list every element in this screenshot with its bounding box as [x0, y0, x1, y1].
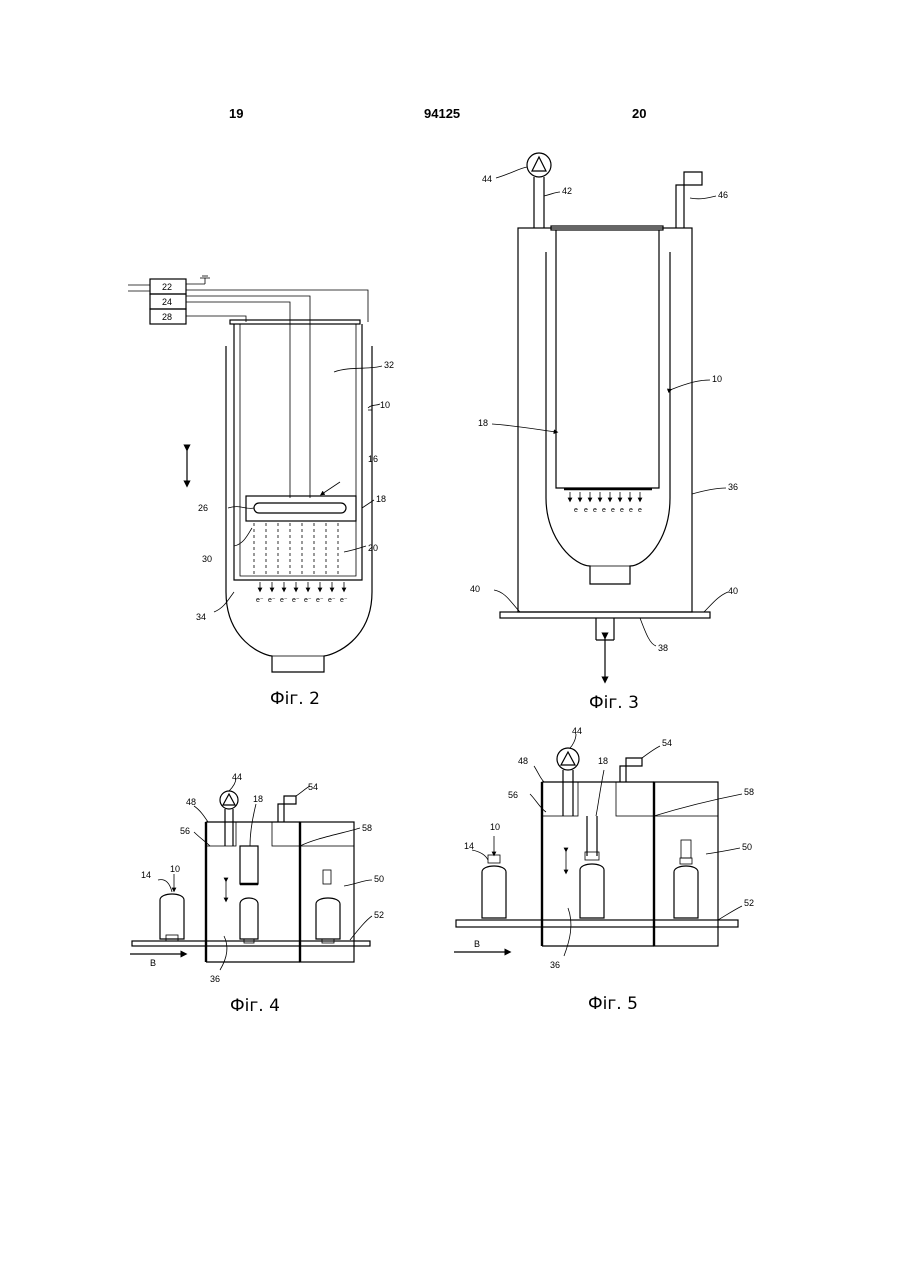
- label-18: 18: [478, 418, 488, 428]
- label-50: 50: [374, 874, 384, 884]
- label-44: 44: [482, 174, 492, 184]
- label-40-right: 40: [728, 586, 738, 596]
- figure-2: e⁻ e⁻ e⁻ e⁻ e⁻ e⁻ e⁻ e⁻ 22 24 28 32 10 1…: [128, 276, 394, 709]
- label-20: 20: [368, 543, 378, 553]
- bottle-14: [482, 866, 506, 918]
- label-18: 18: [253, 794, 263, 804]
- label-36: 36: [728, 482, 738, 492]
- electron: e⁻: [316, 597, 324, 604]
- figure-5-caption: Фіг. 5: [588, 994, 638, 1014]
- tube-18: [234, 324, 362, 580]
- electron: e⁻: [292, 597, 300, 604]
- label-44: 44: [572, 726, 582, 736]
- label-24: 24: [162, 297, 172, 307]
- label-36: 36: [210, 974, 220, 984]
- label-B: B: [474, 939, 480, 949]
- label-32: 32: [384, 360, 394, 370]
- label-56: 56: [180, 826, 190, 836]
- figure-4-caption: Фіг. 4: [230, 996, 280, 1016]
- figure-2-caption: Фіг. 2: [270, 689, 320, 709]
- label-48: 48: [186, 797, 196, 807]
- electron: e⁻: [256, 597, 264, 604]
- label-58: 58: [744, 787, 754, 797]
- label-46: 46: [718, 190, 728, 200]
- electron-marks: e e e e e e e e: [574, 507, 642, 514]
- electron: e⁻: [328, 597, 336, 604]
- bottle-14: [160, 894, 184, 939]
- label-10: 10: [712, 374, 722, 384]
- electron: e: [629, 507, 633, 514]
- figure-3-caption: Фіг. 3: [589, 693, 639, 713]
- label-10: 10: [170, 864, 180, 874]
- label-10: 10: [490, 822, 500, 832]
- electron: e⁻: [268, 597, 276, 604]
- electron: e⁻: [304, 597, 312, 604]
- figure-3: e e e e e e e e 44 42 46 10 18 36 40 40 …: [470, 153, 738, 713]
- figure-5: 44 54 48 18 56 58 10 14 50 52 B 36 Фіг. …: [454, 726, 754, 1014]
- label-16: 16: [368, 454, 378, 464]
- label-58: 58: [362, 823, 372, 833]
- electron: e⁻: [280, 597, 288, 604]
- tube-18: [240, 846, 258, 884]
- label-56: 56: [508, 790, 518, 800]
- figure-4: 44 48 18 54 56 58 14 10 50 52 B 36 Фіг. …: [130, 772, 384, 1016]
- label-26: 26: [198, 503, 208, 513]
- label-22: 22: [162, 282, 172, 292]
- label-34: 34: [196, 612, 206, 622]
- label-44: 44: [232, 772, 242, 782]
- electron: e⁻: [340, 597, 348, 604]
- electron: e: [602, 507, 606, 514]
- label-B: B: [150, 958, 156, 968]
- label-42: 42: [562, 186, 572, 196]
- emitter-16: [246, 496, 356, 521]
- label-54: 54: [662, 738, 672, 748]
- electron: e: [593, 507, 597, 514]
- label-40-left: 40: [470, 584, 480, 594]
- container-10: [226, 346, 372, 672]
- electron: e: [638, 507, 642, 514]
- label-36: 36: [550, 960, 560, 970]
- electron: e: [611, 507, 615, 514]
- outlet-pipe-46: [676, 172, 702, 228]
- label-30: 30: [202, 554, 212, 564]
- label-14: 14: [464, 841, 474, 851]
- electron: e: [620, 507, 624, 514]
- electron: e: [574, 507, 578, 514]
- conveyor-52: [456, 920, 738, 927]
- label-18: 18: [598, 756, 608, 766]
- label-14: 14: [141, 870, 151, 880]
- label-52: 52: [744, 898, 754, 908]
- chamber-36: [518, 228, 692, 612]
- label-48: 48: [518, 756, 528, 766]
- label-52: 52: [374, 910, 384, 920]
- base-plate-38: [500, 612, 710, 618]
- label-50: 50: [742, 842, 752, 852]
- electron-marks: e⁻ e⁻ e⁻ e⁻ e⁻ e⁻ e⁻ e⁻: [256, 597, 348, 604]
- electron: e: [584, 507, 588, 514]
- label-28: 28: [162, 312, 172, 322]
- label-54: 54: [308, 782, 318, 792]
- container-10: [546, 252, 670, 584]
- label-38: 38: [658, 643, 668, 653]
- lid: [230, 320, 360, 324]
- tube-18: [556, 230, 659, 488]
- filament-26: [254, 503, 346, 513]
- label-10: 10: [380, 400, 390, 410]
- label-18: 18: [376, 494, 386, 504]
